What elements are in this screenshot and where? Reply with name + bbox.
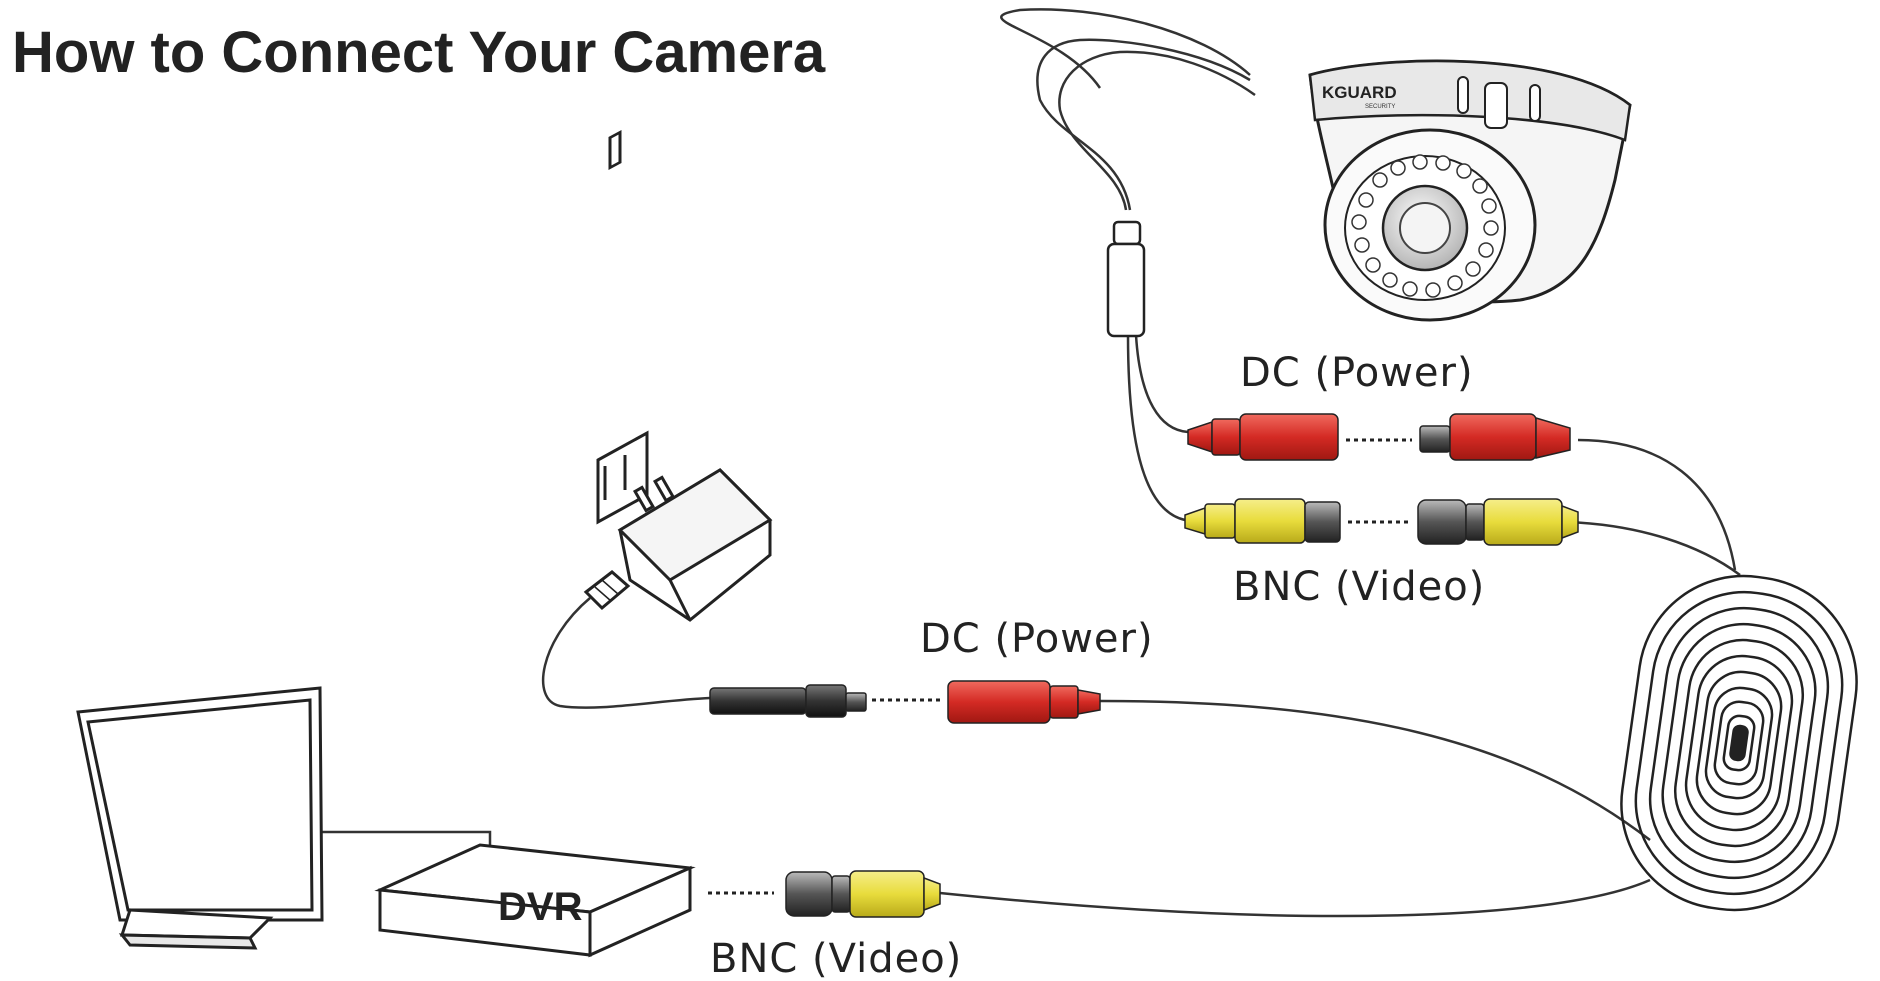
dc-male-connector-adapter: [709, 684, 867, 718]
bnc-male-connector-top: [1417, 498, 1579, 546]
ir-led-ring: [1351, 154, 1499, 298]
label-dc-power-camera: DC (Power): [1240, 350, 1474, 396]
cables: [322, 8, 1741, 918]
camera-brand-logo: KGUARD SECURITY: [1322, 83, 1397, 110]
dc-male-connector-top: [1419, 413, 1571, 461]
cable-coil: [1620, 574, 1858, 912]
dvr-label: DVR: [498, 885, 583, 929]
svg-text:KGUARD: KGUARD: [1322, 83, 1397, 102]
bnc-male-connector-dvr: [785, 870, 941, 918]
power-adapter: [583, 130, 773, 622]
dc-female-connector-top: [1187, 413, 1339, 461]
svg-text:SECURITY: SECURITY: [1365, 104, 1395, 110]
label-bnc-video-camera: BNC (Video): [1233, 564, 1485, 610]
wall-outlet: [596, 130, 649, 525]
bnc-female-connector-top: [1184, 498, 1341, 544]
page-title: How to Connect Your Camera: [12, 20, 826, 85]
dvr-box: [374, 843, 696, 958]
label-bnc-video-dvr: BNC (Video): [710, 936, 962, 981]
label-dc-power-adapter: DC (Power): [920, 616, 1154, 662]
dome-camera: KGUARD SECURITY: [1308, 59, 1632, 322]
cable-breakout: [1106, 220, 1146, 338]
monitor: [76, 686, 324, 950]
dc-female-connector-middle: [947, 680, 1101, 724]
